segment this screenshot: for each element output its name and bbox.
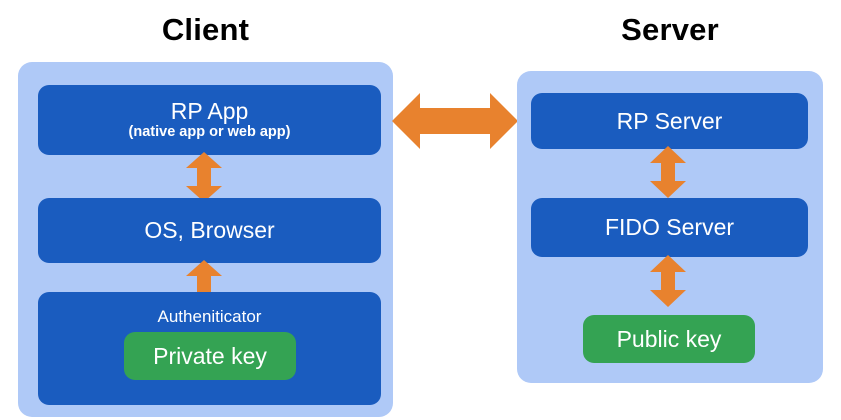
server-column-title: Server bbox=[621, 12, 719, 47]
public-key-chip[interactable]: Public key bbox=[583, 315, 755, 363]
private-key-chip[interactable]: Private key bbox=[124, 332, 296, 380]
server-box-rp-server[interactable]: RP Server bbox=[531, 93, 808, 149]
client-panel: RP App (native app or web app) OS, Brows… bbox=[18, 62, 393, 417]
arrow-fido-server-to-public-key-icon bbox=[650, 255, 686, 307]
client-column-title: Client bbox=[161, 12, 250, 47]
client-box-rp-app[interactable]: RP App (native app or web app) bbox=[38, 85, 381, 155]
arrow-rp-app-to-os-browser-icon bbox=[186, 152, 222, 202]
server-box-fido-server[interactable]: FIDO Server bbox=[531, 198, 808, 257]
server-box-fido-server-title: FIDO Server bbox=[604, 214, 735, 241]
client-box-authenticator-title: Autheniticator bbox=[157, 307, 262, 326]
client-box-rp-app-title: RP App bbox=[170, 97, 249, 124]
arrow-rp-server-to-fido-server-icon bbox=[650, 146, 686, 198]
client-box-os-browser[interactable]: OS, Browser bbox=[38, 198, 381, 263]
server-panel: RP Server FIDO Server Public key bbox=[517, 71, 823, 383]
server-box-rp-server-title: RP Server bbox=[616, 107, 723, 134]
client-box-rp-app-subtitle: (native app or web app) bbox=[128, 123, 291, 140]
client-box-os-browser-title: OS, Browser bbox=[144, 217, 275, 244]
arrow-client-to-server-icon bbox=[392, 90, 518, 152]
